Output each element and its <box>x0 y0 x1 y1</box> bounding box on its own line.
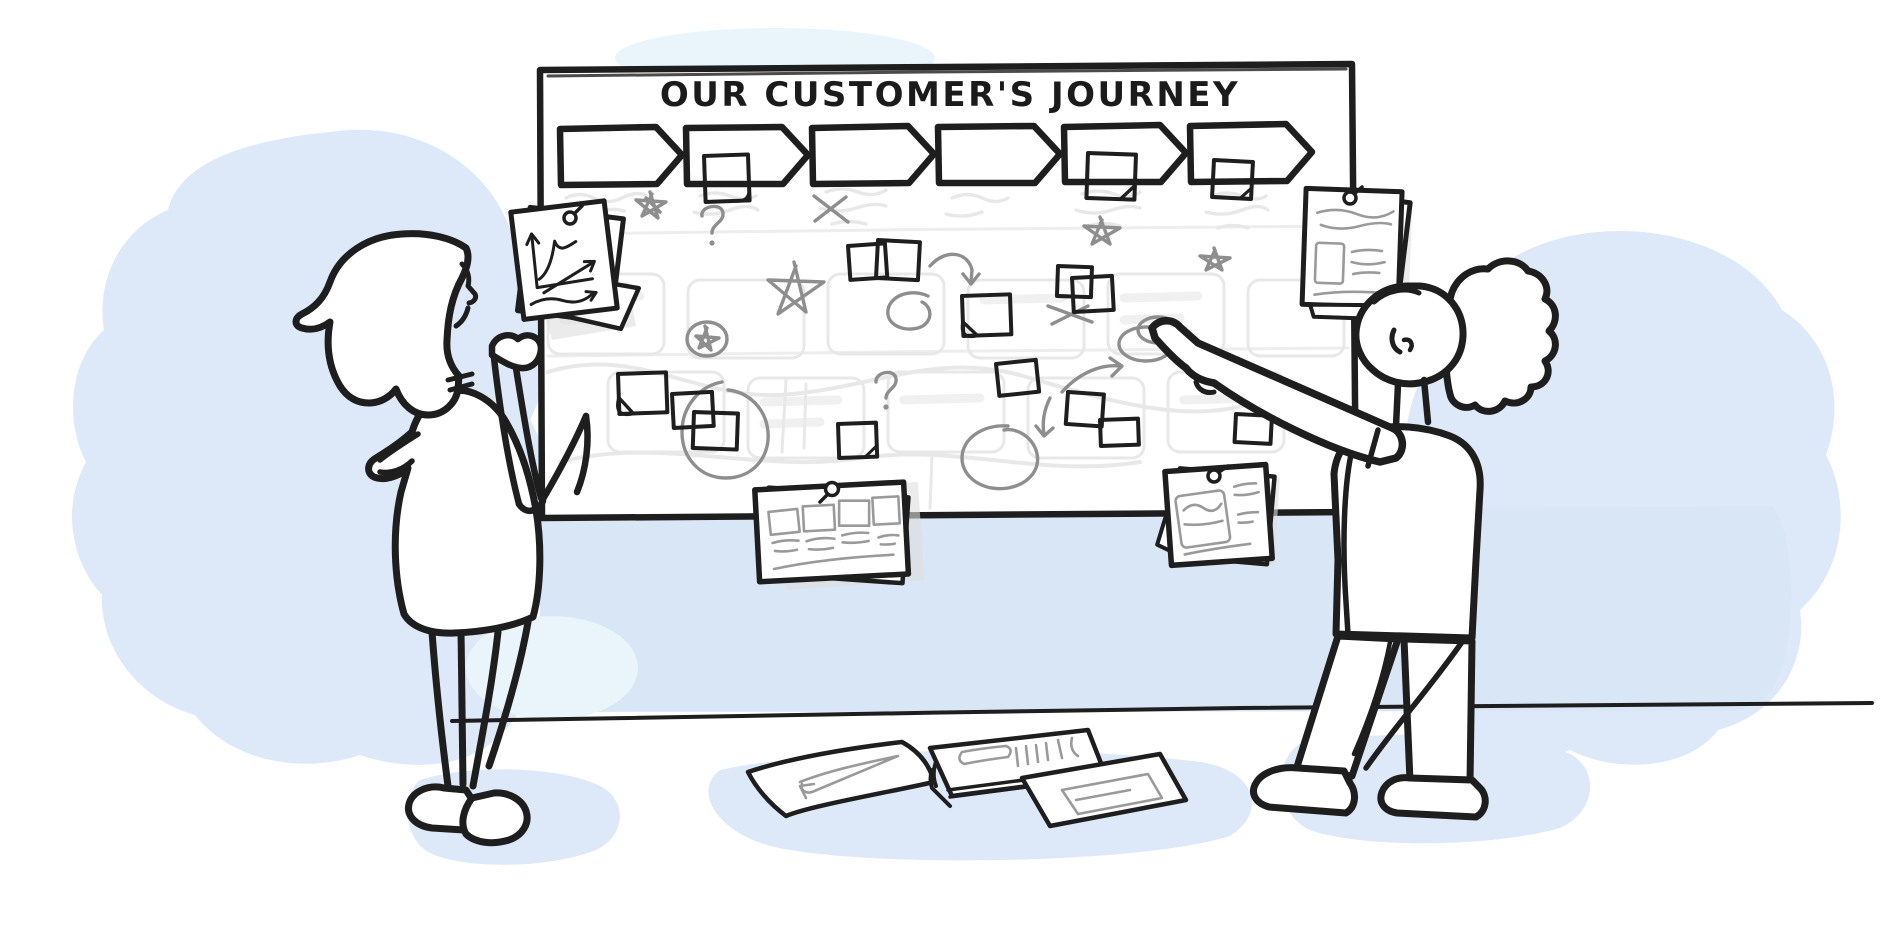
doodle-curved-arrow <box>1060 356 1124 394</box>
doodle-star <box>1198 246 1232 272</box>
doodle-curved-arrow <box>928 252 981 286</box>
person-right-torso <box>1330 423 1484 642</box>
sticky-note <box>690 410 740 452</box>
pinned-document <box>1299 185 1413 322</box>
booklet-marks <box>958 736 1080 768</box>
sticky-note <box>1098 416 1141 448</box>
doodle-question-mark <box>874 370 898 410</box>
doodle-circled-star <box>685 320 729 358</box>
pushpin <box>1342 185 1364 206</box>
doodle-x-mark <box>1046 304 1094 326</box>
sticky-note <box>994 357 1042 398</box>
person-left <box>292 230 591 847</box>
sticky-note <box>616 370 670 416</box>
person-right-ponytail <box>1442 257 1559 415</box>
person-left-hair <box>292 230 472 419</box>
sticky-note <box>874 238 922 283</box>
doodle-curved-arrow <box>1034 396 1055 438</box>
person-left-face <box>453 261 479 329</box>
notes-card-sketch <box>1174 481 1260 556</box>
floor-sheet-frame <box>1019 751 1189 829</box>
floor-papers <box>745 727 1189 829</box>
person-left-body <box>365 386 544 637</box>
doodle-star <box>1082 215 1122 246</box>
doodle-star <box>766 260 826 316</box>
stage-arrow-5 <box>1060 121 1190 186</box>
storyboard-frames <box>767 495 902 571</box>
sticky-note <box>1232 412 1274 446</box>
sticky-note <box>960 292 1014 339</box>
doodle-loop <box>886 291 932 331</box>
pinned-notes-card <box>1155 461 1280 569</box>
sticky-note <box>1070 273 1116 314</box>
stage-arrows <box>556 120 1316 189</box>
pushpin <box>562 204 584 226</box>
person-left-arm-chin <box>488 332 591 514</box>
doodle-circle <box>960 424 1040 491</box>
sticky-note <box>846 241 890 282</box>
sticky-note <box>702 152 752 204</box>
person-right <box>1148 257 1559 821</box>
wall-band <box>466 506 1792 720</box>
doodle-x-mark <box>812 194 850 224</box>
doodle-question-mark <box>700 204 725 246</box>
floor-line <box>450 701 1874 723</box>
sticky-note <box>1063 390 1106 429</box>
pushpin <box>1206 464 1230 484</box>
chart-sketch <box>508 198 620 322</box>
stage-arrow-4 <box>934 122 1064 187</box>
sticky-note <box>1084 151 1138 202</box>
pinned-chart-papers <box>508 198 641 340</box>
pushpin <box>818 480 841 504</box>
doodle-big-circle <box>680 380 770 480</box>
stage-arrow-2 <box>682 123 812 188</box>
sticky-note <box>836 420 880 460</box>
stage-arrow-3 <box>808 122 938 188</box>
pinned-storyboard-card <box>752 479 924 590</box>
person-right-shoes <box>1250 764 1358 817</box>
stage-arrow-1 <box>556 123 686 189</box>
person-right-pointing-arm <box>1148 317 1407 466</box>
sticky-note <box>1210 158 1255 201</box>
person-right-pants <box>1292 632 1476 787</box>
board-title: OUR CUSTOMER'S JOURNEY <box>660 75 1240 115</box>
stage-arrow-6 <box>1186 120 1316 186</box>
doodle-star-scribble <box>634 190 668 220</box>
